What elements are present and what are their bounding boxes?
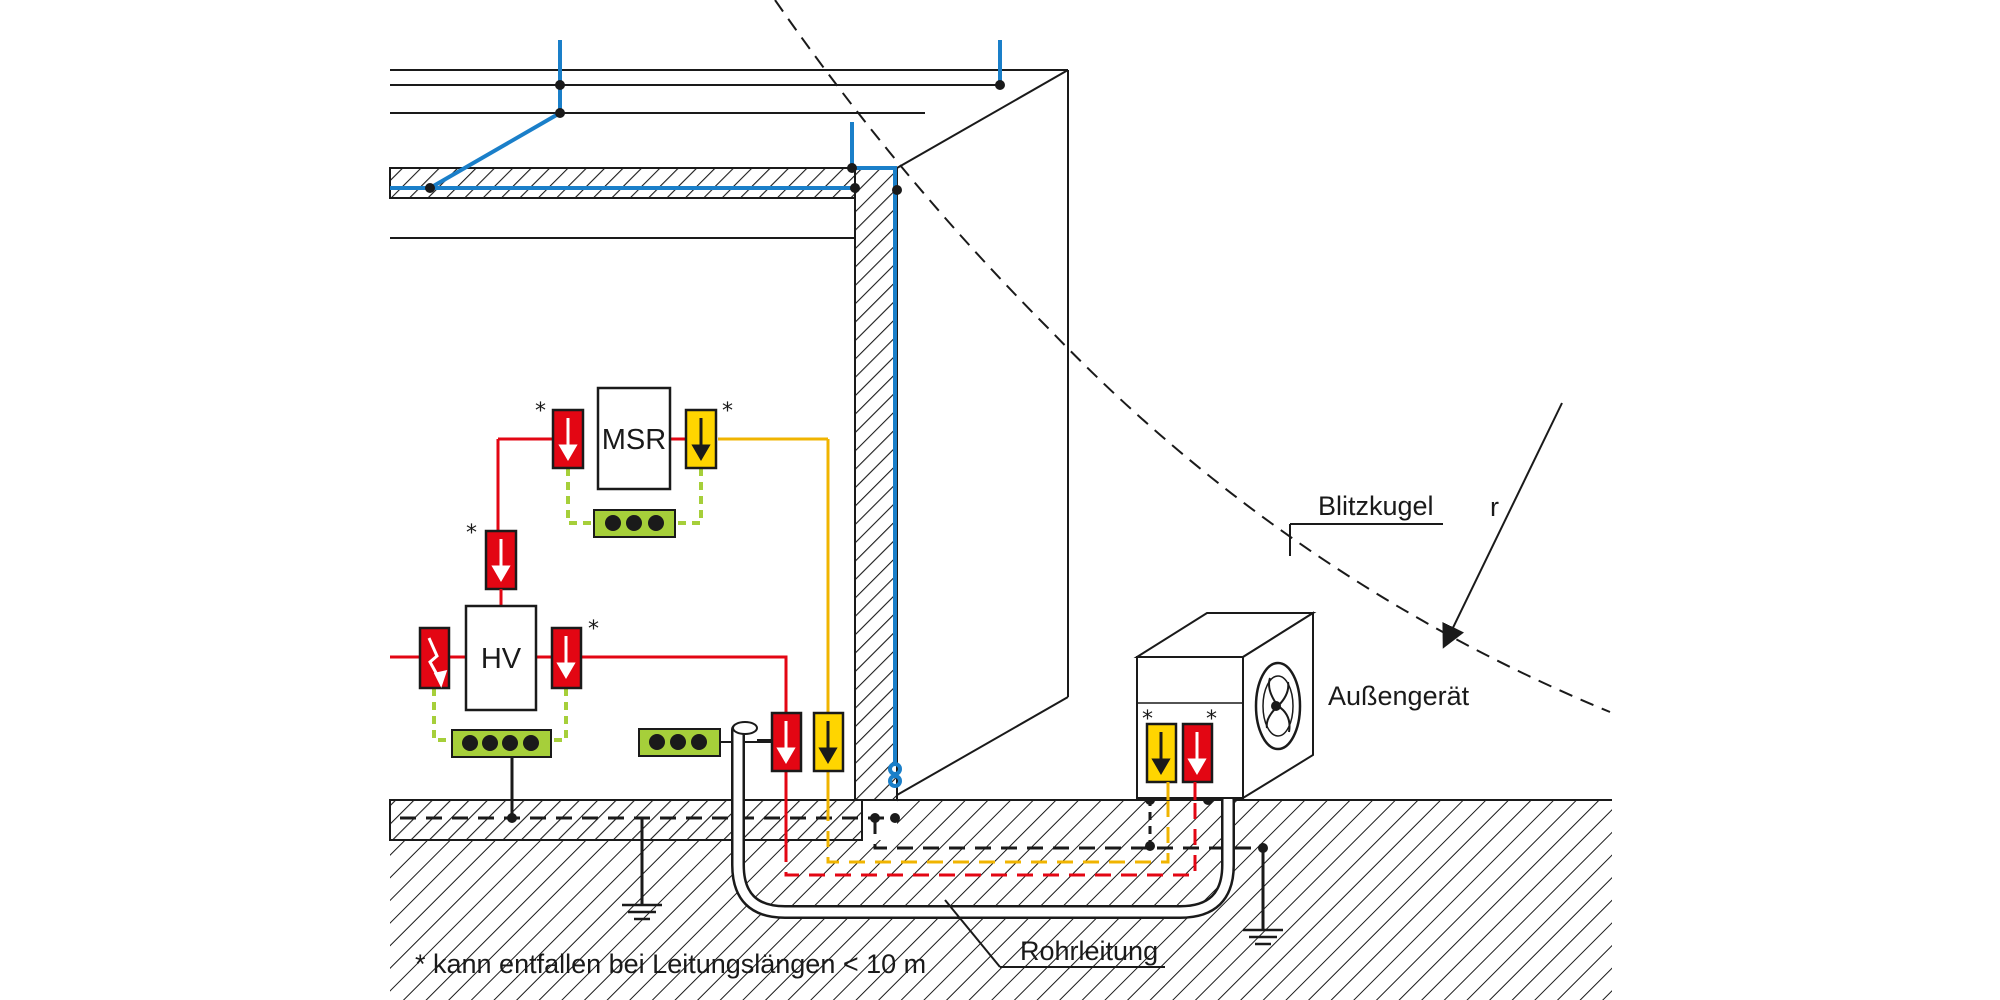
msr-label: MSR xyxy=(602,424,666,456)
signal-spd-arrow-icons xyxy=(691,418,1171,775)
hv-output-spd-asterisk: * xyxy=(588,617,599,642)
ground xyxy=(389,799,1612,1000)
msr-signal-spd-asterisk: * xyxy=(722,399,733,424)
blitzkugel-label: Blitzkugel xyxy=(1318,491,1434,521)
earth-ground-icon xyxy=(1243,928,1283,946)
lightning-arrester-icon xyxy=(427,637,448,688)
hv-box xyxy=(464,604,538,712)
rolling-sphere-arc xyxy=(774,0,1611,713)
outdoor-unit xyxy=(1133,611,1317,800)
earthing-conductors xyxy=(400,800,1265,930)
rohrleitung-label: Rohrleitung xyxy=(1020,936,1158,966)
radius-label: r xyxy=(1490,492,1499,522)
pipe-end xyxy=(732,721,758,735)
fan-icon xyxy=(1254,661,1302,751)
hv-supply-spd-asterisk: * xyxy=(466,521,477,546)
aussengeraet-label: Außengerät xyxy=(1328,681,1470,711)
earth-ground-icon xyxy=(622,903,662,921)
spd-arrow-icons xyxy=(491,418,1207,775)
msr-box xyxy=(596,386,672,491)
msr-group: MSR xyxy=(496,386,830,800)
hv-label: HV xyxy=(481,643,522,675)
footnote: * kann entfallen bei Leitungslängen < 10… xyxy=(415,949,926,979)
air-termination-nodes xyxy=(425,80,1005,195)
rohrleitung-leader xyxy=(944,899,1001,968)
outdoor-power-spd-asterisk: * xyxy=(1206,707,1217,732)
outdoor-signal-spd-asterisk: * xyxy=(1142,707,1153,732)
radius-arrow xyxy=(1442,402,1563,649)
building xyxy=(389,69,1069,801)
msr-power-spd-asterisk: * xyxy=(535,399,546,424)
equipotential-bar-terminals xyxy=(462,515,707,751)
pipe-inner xyxy=(733,725,1233,917)
